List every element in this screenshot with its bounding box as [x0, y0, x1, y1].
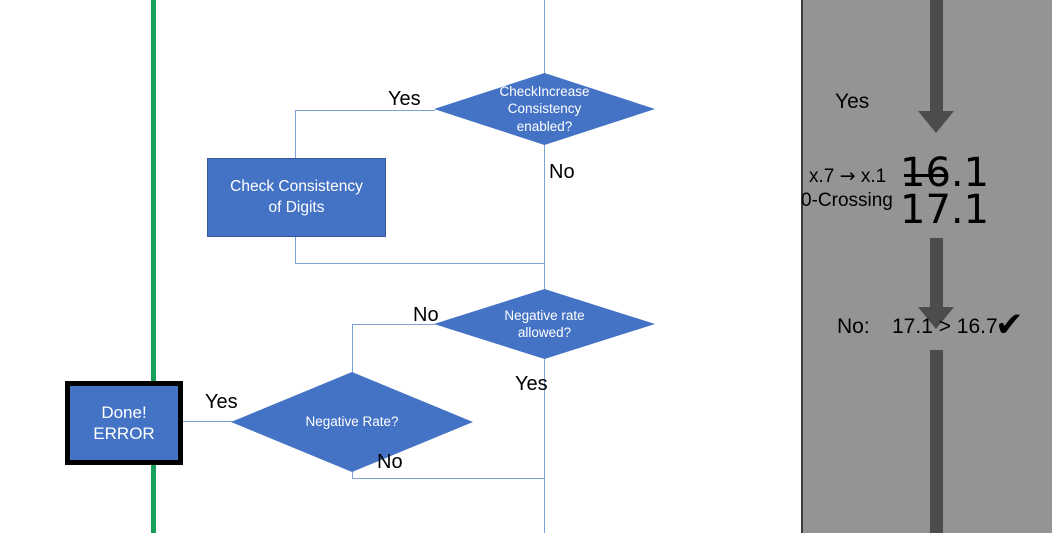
annotation-panel	[801, 0, 1052, 533]
node-label: Negative rate allowed?	[504, 307, 585, 340]
panel-zero-crossing-label: 0-Crossing	[801, 190, 893, 211]
edge-label-negrate-yes: Yes	[205, 391, 238, 413]
panel-yes-label: Yes	[835, 90, 870, 113]
panel-rounding-source: x.7	[809, 166, 835, 187]
edge-label-checkincrease-yes: Yes	[388, 88, 421, 110]
edge-label-negrate-no: No	[377, 451, 403, 473]
node-check-consistency-of-digits[interactable]: Check Consistency of Digits	[207, 158, 386, 237]
connector-checkincrease-yes-horizontal	[295, 110, 435, 111]
node-done-error[interactable]: Done! ERROR	[65, 381, 183, 465]
connector-checkincrease-yes-vertical	[295, 110, 296, 158]
panel-comparison-expression: 17.1 > 16.7	[892, 315, 998, 338]
panel-rounding-line: x.7 → x.1	[809, 165, 886, 188]
panel-rounding-target: x.1	[860, 166, 887, 187]
panel-arrow-shaft-bottom	[930, 350, 943, 533]
panel-arrow-head-top	[918, 111, 954, 133]
connector-negallowed-no-vertical	[352, 324, 353, 373]
edge-label-negallowed-yes: Yes	[515, 373, 548, 395]
edge-label-checkincrease-no: No	[549, 161, 575, 183]
connector-trunk-bottom	[544, 478, 545, 533]
panel-value-struck-wrap: 16.1	[900, 153, 989, 194]
connector-consistency-exit-vertical	[295, 235, 296, 263]
green-marker-line	[151, 0, 156, 533]
connector-trunk-top	[544, 0, 545, 88]
connector-negrate-no-horizontal	[352, 478, 545, 479]
right-arrow-icon: →	[839, 165, 856, 187]
connector-consistency-exit-horizontal	[295, 263, 545, 264]
connector-negrate-yes-horizontal	[173, 421, 233, 422]
check-icon: ✔	[995, 305, 1024, 345]
node-checkincrease-consistency-enabled[interactable]: CheckIncrease Consistency enabled?	[434, 73, 655, 145]
panel-value-current: 17.1	[900, 187, 990, 233]
connector-trunk-to-negrate	[544, 263, 545, 289]
panel-arrow-head-mid	[918, 307, 954, 329]
panel-comparison-prefix: No:	[837, 315, 870, 338]
connector-trunk-midlower	[544, 359, 545, 479]
node-label: Check Consistency of Digits	[230, 178, 363, 216]
node-negative-rate[interactable]: Negative Rate?	[231, 372, 473, 472]
connector-negallowed-no-horizontal	[352, 324, 435, 325]
node-label: Negative Rate?	[305, 414, 399, 430]
connector-trunk-midupper	[544, 145, 545, 264]
node-negative-rate-allowed[interactable]: Negative rate allowed?	[434, 289, 655, 359]
panel-value-struck: 16.1	[900, 150, 990, 196]
panel-arrow-shaft-mid	[930, 238, 943, 310]
node-label: CheckIncrease Consistency enabled?	[499, 84, 590, 134]
node-label: Done! ERROR	[93, 402, 155, 443]
edge-label-negallowed-no: No	[413, 304, 439, 326]
panel-arrow-shaft-top	[930, 0, 943, 113]
connector-negrate-no-vertical	[352, 471, 353, 479]
